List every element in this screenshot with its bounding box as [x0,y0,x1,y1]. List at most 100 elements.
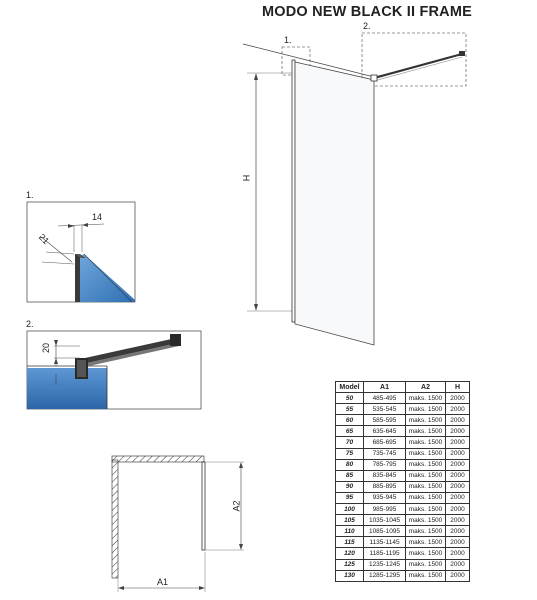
header-a1: A1 [363,380,406,394]
cell-h: 2000 [445,525,470,538]
cell-model: 85 [335,469,364,482]
cell-a2: maks. 1500 [405,525,446,538]
cell-model: 60 [335,414,364,427]
cell-model: 50 [335,392,364,405]
cell-a1: 485-495 [363,392,406,405]
detail-box-2 [361,32,467,87]
cell-a2: maks. 1500 [405,491,446,505]
cell-a2: maks. 1500 [405,569,446,582]
cell-a1: 635-645 [363,425,406,438]
cell-a1: 785-795 [363,458,406,471]
cell-model: 105 [335,514,364,527]
cell-h: 2000 [445,569,470,582]
plan-a2-label: A2 [231,500,242,512]
cell-model: 110 [335,525,364,538]
cell-model: 115 [335,536,364,549]
cell-h: 2000 [445,447,470,460]
detail-1 [26,201,136,303]
cell-a1: 585-595 [363,414,406,427]
cell-a2: maks. 1500 [405,425,446,438]
cell-a2: maks. 1500 [405,558,446,571]
stabiliser-bar [373,52,463,80]
cell-a1: 535-545 [363,403,406,416]
cell-h: 2000 [445,403,470,416]
header-h: H [445,380,470,394]
cell-h: 2000 [445,425,470,438]
cell-model: 65 [335,425,364,438]
cell-a2: maks. 1500 [405,392,446,405]
height-dimension-label: H [241,174,252,182]
cell-a2: maks. 1500 [405,414,446,427]
cell-a2: maks. 1500 [405,436,446,449]
cell-model: 120 [335,547,364,560]
cell-a1: 885-895 [363,480,406,493]
header-a2: A2 [405,380,446,394]
detail-1-title: 1. [26,190,34,200]
plan-a1-label: A1 [157,577,169,587]
product-title: MODO NEW BLACK II FRAME [262,4,473,20]
detail-1-marker: 1. [284,35,292,45]
cell-h: 2000 [445,491,470,505]
cell-a2: maks. 1500 [405,514,446,527]
cell-a1: 835-845 [363,469,406,482]
cell-model: 75 [335,447,364,460]
cell-a1: 735-745 [363,447,406,460]
cell-h: 2000 [445,536,470,549]
cell-a2: maks. 1500 [405,547,446,560]
cell-a2: maks. 1500 [405,458,446,471]
cell-model: 55 [335,403,364,416]
profile-width-label: 14 [92,212,103,222]
cell-a1: 935-945 [363,491,406,505]
cell-a1: 1135-1145 [363,536,406,549]
header-model: Model [335,380,364,394]
cell-model: 100 [335,503,364,516]
cell-h: 2000 [445,414,470,427]
cell-model: 95 [335,491,364,505]
cell-a1: 1035-1045 [363,514,406,527]
cell-h: 2000 [445,547,470,560]
cell-h: 2000 [445,514,470,527]
detail-2-marker: 2. [363,21,371,31]
cell-a2: maks. 1500 [405,447,446,460]
cell-a2: maks. 1500 [405,536,446,549]
detail-2 [26,330,202,410]
cell-model: 130 [335,569,364,582]
cell-h: 2000 [445,480,470,493]
wall-profile [291,59,296,323]
glass-panel [294,61,375,346]
cell-h: 2000 [445,503,470,516]
cell-h: 2000 [445,558,470,571]
cell-model: 125 [335,558,364,571]
cell-a1: 1185-1195 [363,547,406,560]
cell-h: 2000 [445,458,470,471]
cell-a1: 985-995 [363,503,406,516]
cell-h: 2000 [445,436,470,449]
cell-h: 2000 [445,392,470,405]
cell-a2: maks. 1500 [405,469,446,482]
main-view [242,32,467,346]
cell-model: 80 [335,458,364,471]
cell-a2: maks. 1500 [405,503,446,516]
bar-height-label: 20 [41,342,52,354]
cell-a1: 685-695 [363,436,406,449]
cell-h: 2000 [445,469,470,482]
table-header-row: Model A1 A2 H [335,380,470,394]
